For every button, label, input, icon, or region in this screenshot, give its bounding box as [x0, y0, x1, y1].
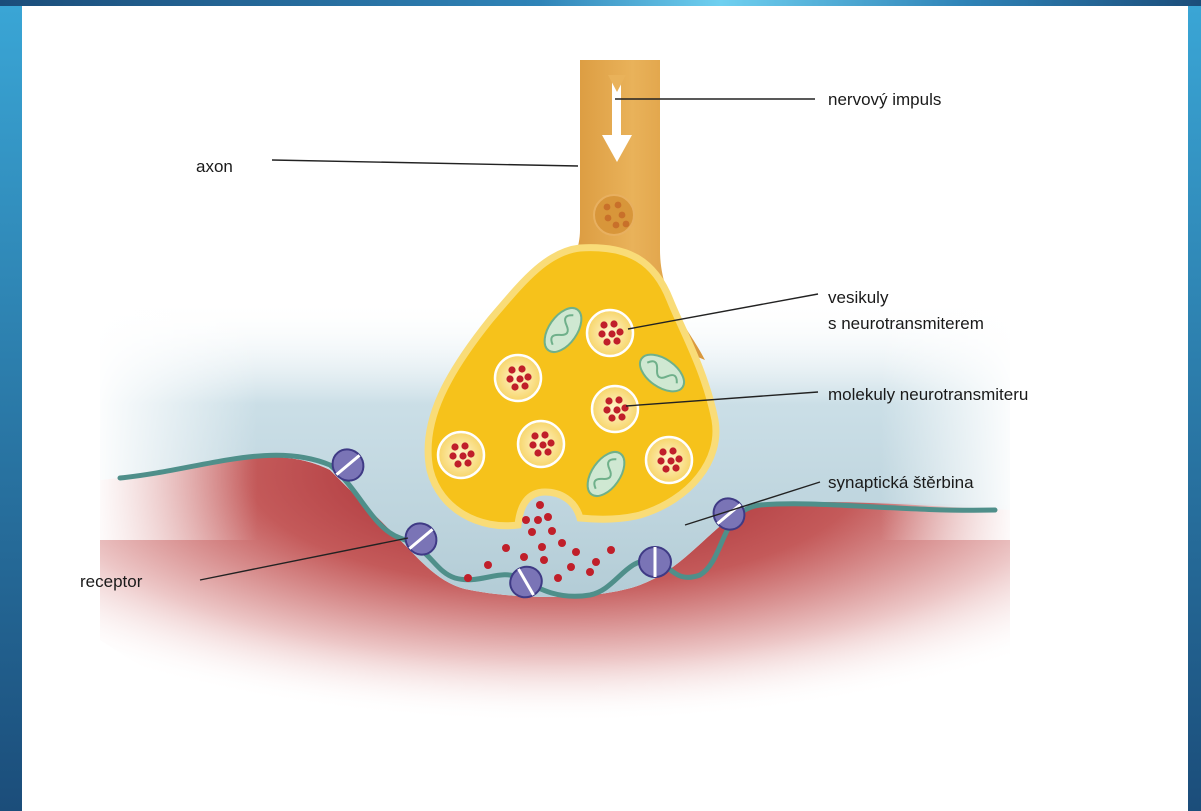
- label-sterbina: synaptická štěrbina: [828, 473, 974, 492]
- neurotransmitter-molecule: [607, 546, 615, 554]
- slide-top-bar: [0, 0, 1201, 6]
- label-axon: axon: [196, 157, 233, 176]
- neurotransmitter-molecule: [613, 406, 620, 413]
- label-nervovy-impuls: nervový impuls: [828, 90, 941, 109]
- neurotransmitter-molecule: [667, 457, 674, 464]
- neurotransmitter-molecule: [567, 563, 575, 571]
- neurotransmitter-molecule: [544, 513, 552, 521]
- label-vesikuly-line2: s neurotransmiterem: [828, 314, 984, 333]
- neurotransmitter-molecule: [518, 365, 525, 372]
- neurotransmitter-molecule: [610, 320, 617, 327]
- neurotransmitter-molecule: [536, 501, 544, 509]
- label-vesikuly-line1: vesikuly: [828, 288, 889, 307]
- receptor-icon: [639, 547, 671, 577]
- vesicle: [592, 386, 638, 432]
- neurotransmitter-molecule: [506, 375, 513, 382]
- neurotransmitter-molecule: [672, 464, 679, 471]
- label-molekuly: molekuly neurotransmiteru: [828, 385, 1028, 404]
- neurotransmitter-molecule: [586, 568, 594, 576]
- neurotransmitter-molecule: [548, 527, 556, 535]
- neurotransmitter-molecule: [461, 442, 468, 449]
- neurotransmitter-molecule: [592, 558, 600, 566]
- neurotransmitter-molecule: [502, 544, 510, 552]
- neurotransmitter-molecule: [454, 460, 461, 467]
- neurotransmitter-molecule: [558, 539, 566, 547]
- neurotransmitter-molecule: [615, 396, 622, 403]
- neurotransmitter-molecule: [540, 556, 548, 564]
- neurotransmitter-molecule: [521, 382, 528, 389]
- neurotransmitter-molecule: [467, 450, 474, 457]
- neurotransmitter-molecule: [544, 448, 551, 455]
- vesicle: [438, 432, 484, 478]
- neurotransmitter-molecule: [618, 413, 625, 420]
- vesicle: [587, 310, 633, 356]
- vesicle: [495, 355, 541, 401]
- neurotransmitter-molecule: [516, 375, 523, 382]
- neurotransmitter-molecule: [464, 459, 471, 466]
- neurotransmitter-molecule: [508, 366, 515, 373]
- neurotransmitter-molecule: [539, 441, 546, 448]
- neurotransmitter-molecule: [669, 447, 676, 454]
- neurotransmitter-molecule: [608, 414, 615, 421]
- neurotransmitter-molecule: [613, 337, 620, 344]
- neurotransmitter-molecule: [675, 455, 682, 462]
- neurotransmitter-molecule: [534, 449, 541, 456]
- label-receptor: receptor: [80, 572, 143, 591]
- neurotransmitter-molecule: [511, 383, 518, 390]
- neurotransmitter-molecule: [529, 441, 536, 448]
- vesicle: [518, 421, 564, 467]
- neurotransmitter-molecule: [547, 439, 554, 446]
- axon-vesicle: [594, 195, 634, 235]
- neurotransmitter-molecule: [605, 397, 612, 404]
- neurotransmitter-molecule: [616, 328, 623, 335]
- neurotransmitter-molecule: [449, 452, 456, 459]
- neurotransmitter-molecule: [554, 574, 562, 582]
- neurotransmitter-molecule: [459, 452, 466, 459]
- neurotransmitter-molecule: [520, 553, 528, 561]
- neurotransmitter-molecule: [538, 543, 546, 551]
- neurotransmitter-molecule: [600, 321, 607, 328]
- neurotransmitter-molecule: [598, 330, 605, 337]
- neurotransmitter-molecule: [659, 448, 666, 455]
- neurotransmitter-molecule: [572, 548, 580, 556]
- neurotransmitter-molecule: [534, 516, 542, 524]
- neurotransmitter-molecule: [662, 465, 669, 472]
- neurotransmitter-molecule: [657, 457, 664, 464]
- neurotransmitter-molecule: [531, 432, 538, 439]
- neurotransmitter-molecule: [603, 406, 610, 413]
- neurotransmitter-molecule: [608, 330, 615, 337]
- neurotransmitter-molecule: [603, 338, 610, 345]
- neurotransmitter-molecule: [541, 431, 548, 438]
- neurotransmitter-molecule: [524, 373, 531, 380]
- neurotransmitter-molecule: [528, 528, 536, 536]
- neurotransmitter-molecule: [484, 561, 492, 569]
- neurotransmitter-molecule: [451, 443, 458, 450]
- neurotransmitter-molecule: [464, 574, 472, 582]
- neurotransmitter-molecule: [522, 516, 530, 524]
- vesicle: [646, 437, 692, 483]
